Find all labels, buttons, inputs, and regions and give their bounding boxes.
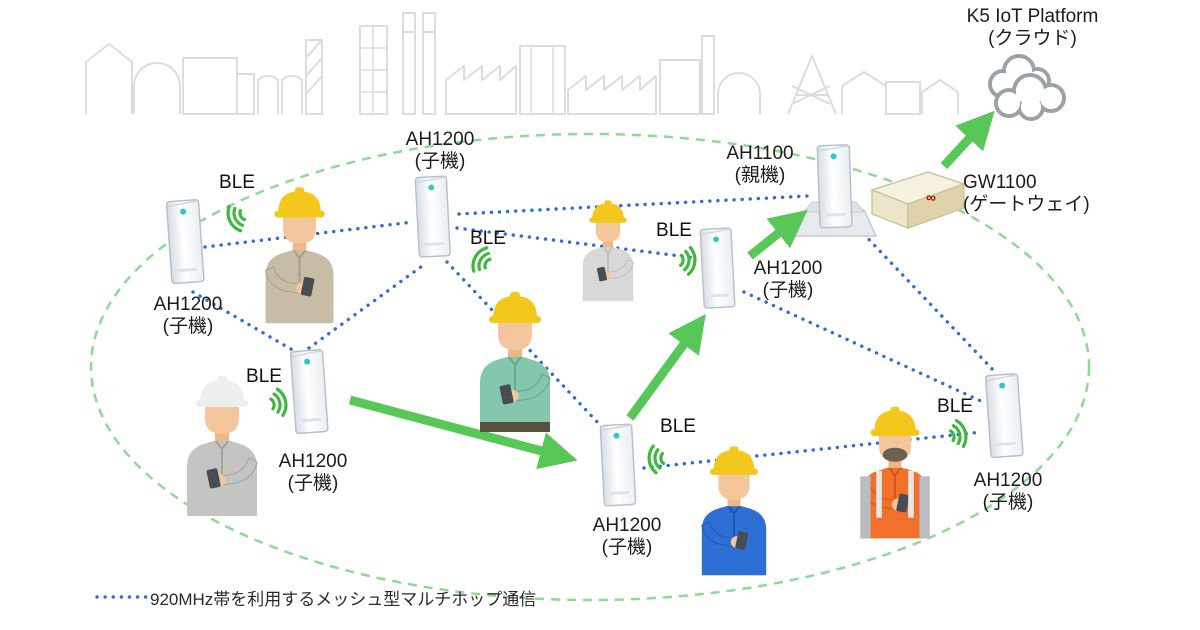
mesh-link	[455, 226, 698, 260]
coverage-ellipse	[89, 132, 1091, 602]
mesh-link	[642, 430, 984, 470]
child-unit-name: AH1200	[592, 515, 662, 536]
mesh-link	[856, 226, 997, 374]
mesh-link	[742, 290, 985, 404]
device-gw1100-gateway: ∞	[869, 171, 967, 230]
cloud-platform-subtitle: (クラウド)	[988, 28, 1077, 50]
device-ah1100-parent	[792, 144, 878, 237]
child-unit-subtitle: (子機)	[287, 473, 339, 495]
device-ah1200-center-right	[699, 227, 736, 309]
child-unit-label-top-left: AH1200 (子機)	[133, 294, 243, 338]
parent-unit-label: AH1100 (親機)	[705, 143, 815, 187]
green-arrow	[747, 209, 808, 260]
beard	[882, 447, 908, 462]
child-unit-name: AH1200	[278, 451, 348, 472]
ble-signal-icon	[646, 443, 667, 475]
child-unit-label-middle-left: AH1200 (子機)	[258, 451, 368, 495]
child-unit-name: AH1200	[405, 129, 475, 150]
ble-label: BLE	[660, 416, 696, 437]
ble-signal-icon	[946, 417, 971, 451]
child-unit-subtitle: (子機)	[982, 492, 1034, 514]
ble-label: BLE	[656, 220, 692, 241]
child-unit-subtitle: (子機)	[414, 151, 466, 173]
ble-label: BLE	[470, 228, 506, 249]
child-unit-subtitle: (子機)	[162, 316, 214, 338]
factory-skyline	[85, 12, 959, 115]
ble-signal-icon	[267, 386, 290, 419]
gateway-subtitle: (ゲートウェイ)	[963, 194, 1090, 216]
mesh-link	[457, 194, 810, 216]
gateway-name: GW1100	[963, 172, 1037, 193]
ble-signal-icon	[222, 201, 250, 235]
child-unit-label-center-right: AH1200 (子機)	[733, 258, 843, 302]
legend-text: 920MHz帯を利用するメッシュ型マルチホップ通信	[150, 590, 537, 609]
device-ah1200-top-left	[165, 198, 205, 285]
worker-teal	[479, 291, 551, 433]
child-unit-label-right: AH1200 (子機)	[953, 470, 1063, 514]
gateway-label: GW1100 (ゲートウェイ)	[963, 172, 1128, 216]
child-unit-subtitle: (子機)	[601, 537, 653, 559]
ble-signal-icon	[678, 245, 698, 277]
worker-khaki	[264, 186, 335, 325]
device-ah1200-top-center	[414, 175, 452, 258]
device-ah1200-right	[984, 372, 1024, 459]
child-unit-name: AH1200	[153, 294, 223, 315]
worker-orange-vest	[860, 405, 930, 540]
mesh-link	[307, 262, 427, 350]
child-unit-subtitle: (子機)	[762, 280, 814, 302]
worker-blue	[700, 445, 768, 577]
ble-label: BLE	[246, 366, 282, 387]
device-ah1200-bottom-center	[599, 423, 637, 507]
green-arrow	[626, 314, 706, 421]
child-unit-name: AH1200	[753, 258, 823, 279]
device-ah1200-middle-left	[289, 348, 329, 435]
cloud-platform-label: K5 IoT Platform (クラウド)	[945, 6, 1120, 50]
ble-label: BLE	[219, 172, 255, 193]
parent-unit-name: AH1100	[726, 143, 794, 164]
child-unit-label-bottom-center: AH1200 (子機)	[572, 515, 682, 559]
worker-white-helmet	[186, 375, 258, 517]
child-unit-name: AH1200	[973, 470, 1043, 491]
uplink-arrows	[348, 110, 995, 470]
child-unit-label-top-center: AH1200 (子機)	[385, 129, 495, 173]
fujitsu-logo-icon: ∞	[925, 189, 937, 206]
ble-label: BLE	[937, 396, 973, 417]
cloud-icon	[988, 54, 1066, 121]
green-arrow	[940, 110, 995, 170]
cloud-platform-name: K5 IoT Platform	[966, 6, 1099, 27]
parent-unit-subtitle: (親機)	[734, 165, 786, 187]
green-arrow	[348, 395, 578, 470]
